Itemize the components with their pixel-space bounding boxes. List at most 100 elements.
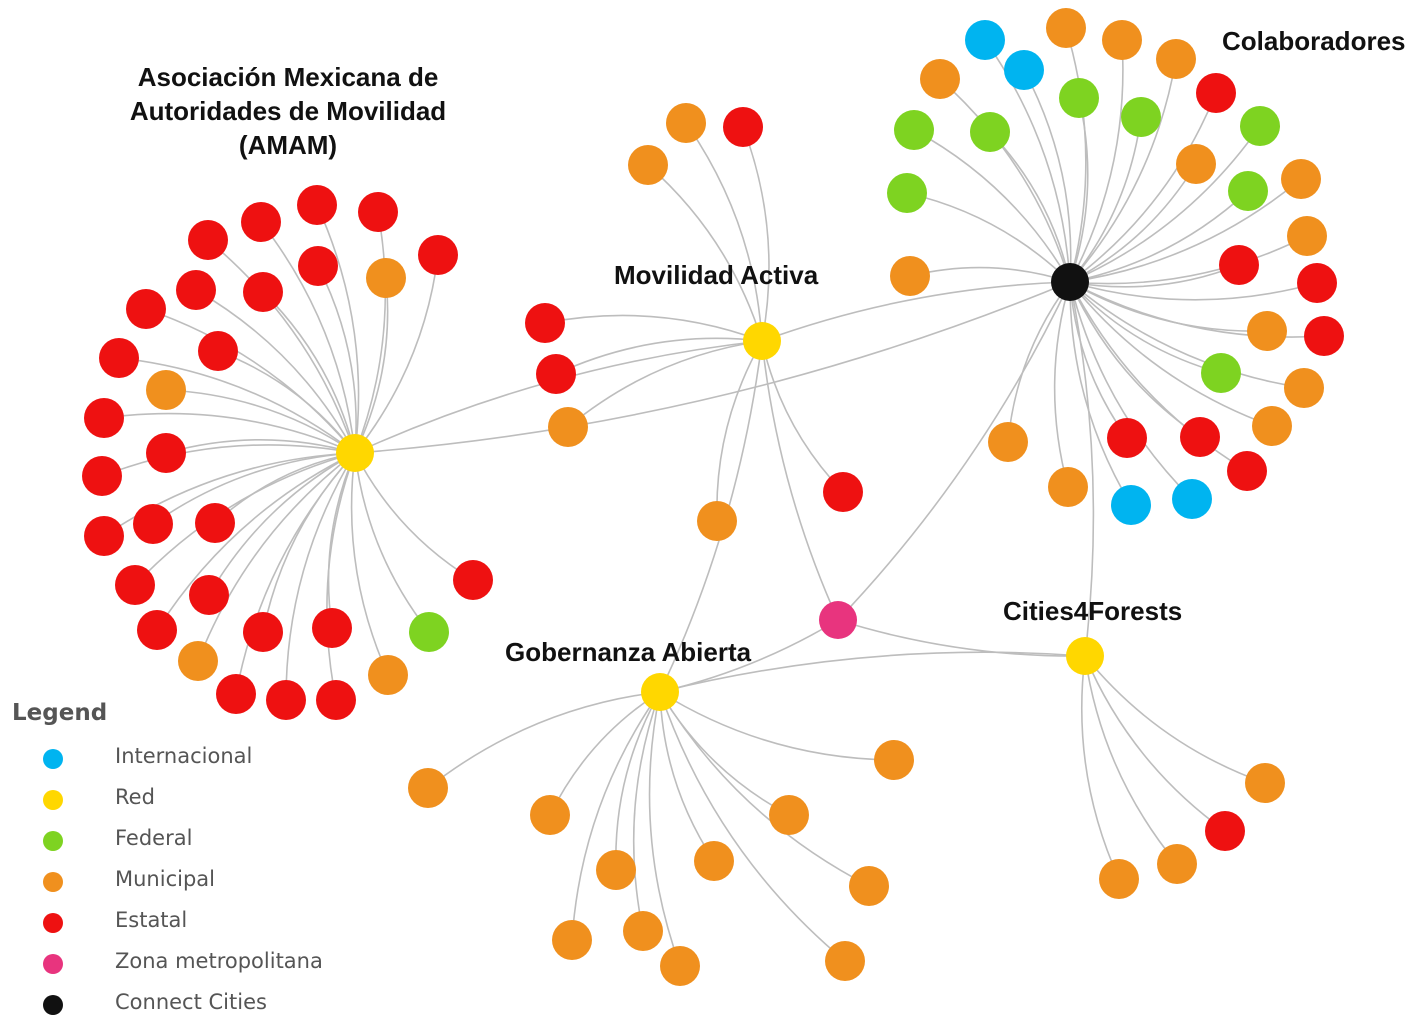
node-estatal (195, 503, 235, 543)
legend-label: Municipal (115, 867, 215, 891)
spoke-edge (555, 337, 763, 375)
spoke-edge (659, 691, 790, 816)
node-estatal (1304, 316, 1344, 356)
spoke-edge (742, 126, 770, 342)
hub-link (837, 619, 1086, 657)
spoke-edge (1069, 163, 1197, 283)
spoke-edge (1084, 655, 1226, 832)
node-municipal (666, 103, 706, 143)
node-estatal (146, 433, 186, 473)
legend-item-connect-cities: Connect Cities (10, 984, 350, 1020)
spoke-edge (1069, 281, 1132, 506)
spoke-edge (1084, 655, 1266, 784)
spoke-edge (1069, 125, 1261, 283)
node-estatal (312, 608, 352, 648)
spoke-edge (716, 340, 763, 522)
legend-swatch-red (43, 790, 63, 810)
node-municipal (694, 841, 734, 881)
legend-label: Estatal (115, 908, 188, 932)
spoke-edge (1023, 69, 1072, 283)
spoke-edge (208, 452, 356, 596)
label-gobernanza-abierta: Gobernanza Abierta (505, 637, 752, 667)
spoke-edge (103, 412, 356, 454)
spoke-edge (156, 452, 356, 631)
spoke-edge (647, 164, 763, 342)
spoke-edge (659, 691, 846, 962)
hub-node-colaboradores (1051, 263, 1089, 301)
node-municipal (1099, 859, 1139, 899)
edge-layer (101, 27, 1325, 967)
spoke-edge (1084, 655, 1178, 865)
node-estatal (115, 565, 155, 605)
node-internacional (965, 20, 1005, 60)
spoke-edge (615, 691, 661, 871)
legend-item-federal: Federal (10, 820, 350, 861)
node-municipal (628, 145, 668, 185)
spoke-edge (659, 691, 715, 862)
node-estatal (99, 338, 139, 378)
spoke-edge (327, 452, 356, 629)
spoke-edge (1069, 235, 1308, 285)
node-municipal (548, 407, 588, 447)
legend-item-estatal: Estatal (10, 902, 350, 943)
spoke-edge (152, 452, 356, 525)
legend-swatch-internacional (43, 749, 63, 769)
node-municipal (552, 920, 592, 960)
legend-swatch-federal (43, 831, 63, 851)
spoke-edge (1069, 97, 1089, 283)
spoke-edge (1007, 281, 1071, 443)
node-estatal (243, 272, 283, 312)
spoke-edge (262, 291, 356, 454)
node-municipal (1245, 763, 1285, 803)
spoke-edge (1069, 281, 1128, 439)
node-municipal (1247, 311, 1287, 351)
spoke-edge (632, 691, 661, 932)
node-federal (1240, 106, 1280, 146)
legend-label: Red (115, 785, 155, 809)
hub-link (354, 281, 1071, 454)
hub-link (761, 340, 839, 621)
node-estatal (453, 560, 493, 600)
legend-item-zona-metropolitana: Zona metropolitana (10, 943, 350, 984)
spoke-edge (165, 389, 356, 454)
node-federal (1121, 97, 1161, 137)
node-estatal (316, 680, 356, 720)
spoke-edge (134, 452, 356, 586)
node-layer (82, 8, 1344, 986)
node-estatal (133, 504, 173, 544)
hub-link (837, 281, 1071, 621)
label-cities4forests: Cities4Forests (1003, 596, 1183, 626)
spoke-edge (317, 265, 357, 454)
node-municipal (1287, 216, 1327, 256)
spoke-edge (567, 340, 763, 428)
spoke-edge (1069, 39, 1124, 283)
legend-swatch-zona-metropolitana (43, 954, 63, 974)
node-municipal (1284, 368, 1324, 408)
spoke-edge (197, 452, 356, 662)
legend-item-red: Red (10, 779, 350, 820)
node-federal (1201, 353, 1241, 393)
hub-link (761, 281, 1071, 342)
spoke-edge (165, 438, 356, 454)
node-estatal (82, 456, 122, 496)
spoke-edge (1069, 58, 1177, 283)
node-municipal (366, 258, 406, 298)
node-municipal (530, 795, 570, 835)
spoke-edge (1069, 281, 1318, 301)
spoke-edge (1069, 281, 1193, 500)
spoke-edge (913, 129, 1071, 283)
legend: Legend Internacional Red Federal Municip… (10, 700, 350, 1020)
node-municipal (769, 795, 809, 835)
spoke-edge (427, 691, 661, 789)
spoke-edge (354, 277, 389, 454)
spoke-edge (1069, 281, 1222, 374)
node-estatal (137, 610, 177, 650)
spoke-edge (544, 314, 763, 342)
spoke-edge (118, 357, 356, 454)
spoke-edge (217, 350, 356, 454)
node-federal (894, 110, 934, 150)
spoke-edge (659, 691, 870, 887)
node-federal (409, 612, 449, 652)
node-municipal (146, 370, 186, 410)
node-federal (1228, 171, 1268, 211)
